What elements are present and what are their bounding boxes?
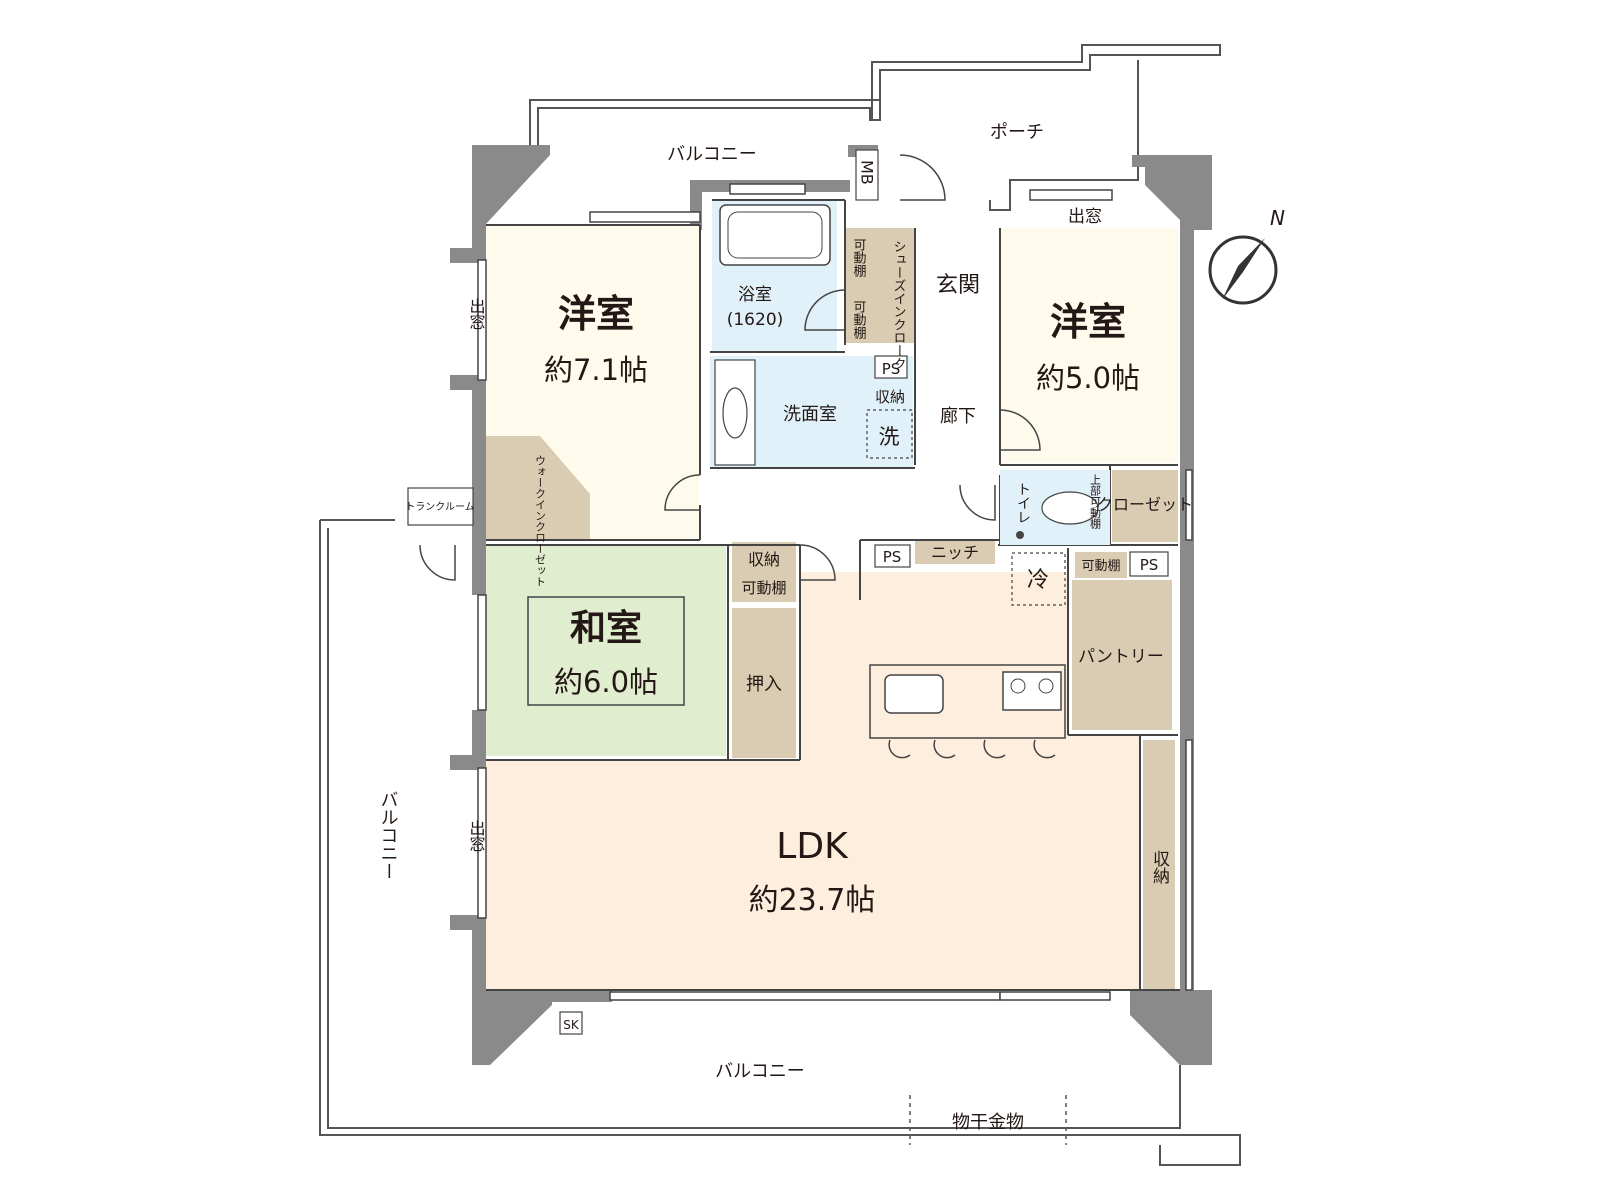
washroom-storage-label: 収納 [875,388,905,406]
pantry-label: パントリー [1078,647,1164,667]
ps-label-3: PS [1140,556,1159,574]
fridge-label: 冷 [1027,568,1049,593]
ldk-storage-fill [1143,740,1175,990]
pantry-fill [1072,580,1172,730]
movable-shelf-label-2: 可動棚 [1081,559,1120,574]
niche-label: ニッチ [931,543,979,562]
niche-fill [915,540,995,564]
tatami-frame [527,596,685,706]
ps-label-2: PS [883,548,902,566]
bay-window-1-label: 出窓 [467,298,486,330]
western-room-2-size: 約5.0帖 [1036,361,1140,395]
sink-icon [714,359,756,466]
laundry-hanger-marks [909,1095,1067,1145]
entrance-label: 玄関 [936,273,980,298]
western-room-2-fill [1002,228,1178,463]
western-room-2-name: 洋室 [1050,300,1126,344]
stove-icon [1002,671,1062,711]
bay-window-top-label: 出窓 [1068,207,1102,227]
western-room-1-size: 約7.1帖 [544,353,648,387]
bay-window-2-label: 出窓 [467,820,486,852]
label-boxes [407,149,1169,1035]
fridge-box [1011,552,1066,606]
walk-in-closet-fill [486,436,590,540]
upper-shelf-label: 上部可動棚 [1089,474,1102,530]
bathtub-icon [719,204,831,266]
compass-north-icon [1208,235,1278,305]
compass-label: N [1270,206,1285,230]
movable-shelf-fill [1075,552,1127,578]
porch-label: ポーチ [990,122,1044,143]
shoe-cloak-shelf-2: 可動棚 [851,300,867,339]
japanese-room-name: 和室 [570,608,642,649]
shoe-cloak-fill [845,228,915,343]
closet-fill [1112,470,1178,542]
western-room-1-name: 洋室 [558,292,634,336]
ldk-name: LDK [776,826,849,867]
japanese-room-size: 約6.0帖 [554,665,658,699]
shoe-cloak-label: シューズインクローク [891,240,906,370]
hallway-label: 廊下 [940,406,976,427]
bath-size: (1620) [727,310,784,330]
interior-walls [486,199,1180,991]
room-fills [486,200,1178,990]
toilet-label: トイレ [1015,482,1031,524]
washer-label: 洗 [879,425,900,449]
japanese-room-fill [486,546,726,756]
balcony-left-label: バルコニー [378,790,399,880]
ldk-storage-label: 収納 [1149,850,1170,885]
labels: バルコニー ポーチ MB 出窓 N 洋室 約7.1帖 浴室 (1620) 可動棚… [378,122,1286,1133]
closet-label: クローゼット [1097,495,1193,514]
oshiire-label: 押入 [746,674,782,695]
windows [477,183,1193,1001]
kitchen-sink-icon [884,674,944,714]
laundry-hanger-label: 物干金物 [952,1112,1024,1133]
storage-label: 収納 [748,550,780,569]
balcony-bottom-label: バルコニー [715,1061,805,1082]
movable-shelf-label-1: 可動棚 [741,579,786,597]
sk-label: SK [563,1018,580,1032]
mb-label: MB [858,160,877,185]
balcony-top-label: バルコニー [667,144,757,165]
trunk-room-label: トランクルーム [405,501,474,513]
door-swing-icons [419,154,1056,759]
oshiire-fill [732,608,796,758]
toilet-icon [1000,470,1110,545]
storage-fill [732,542,796,602]
washer-box [866,409,913,459]
ps-label-1: PS [882,360,901,378]
ldk-size: 約23.7帖 [749,883,876,918]
bath-name: 浴室 [738,285,772,305]
washroom-label: 洗面室 [783,404,837,425]
walk-in-closet-label: ウォークインクローゼット [534,455,547,587]
shoe-cloak-shelf-1: 可動棚 [851,238,867,277]
